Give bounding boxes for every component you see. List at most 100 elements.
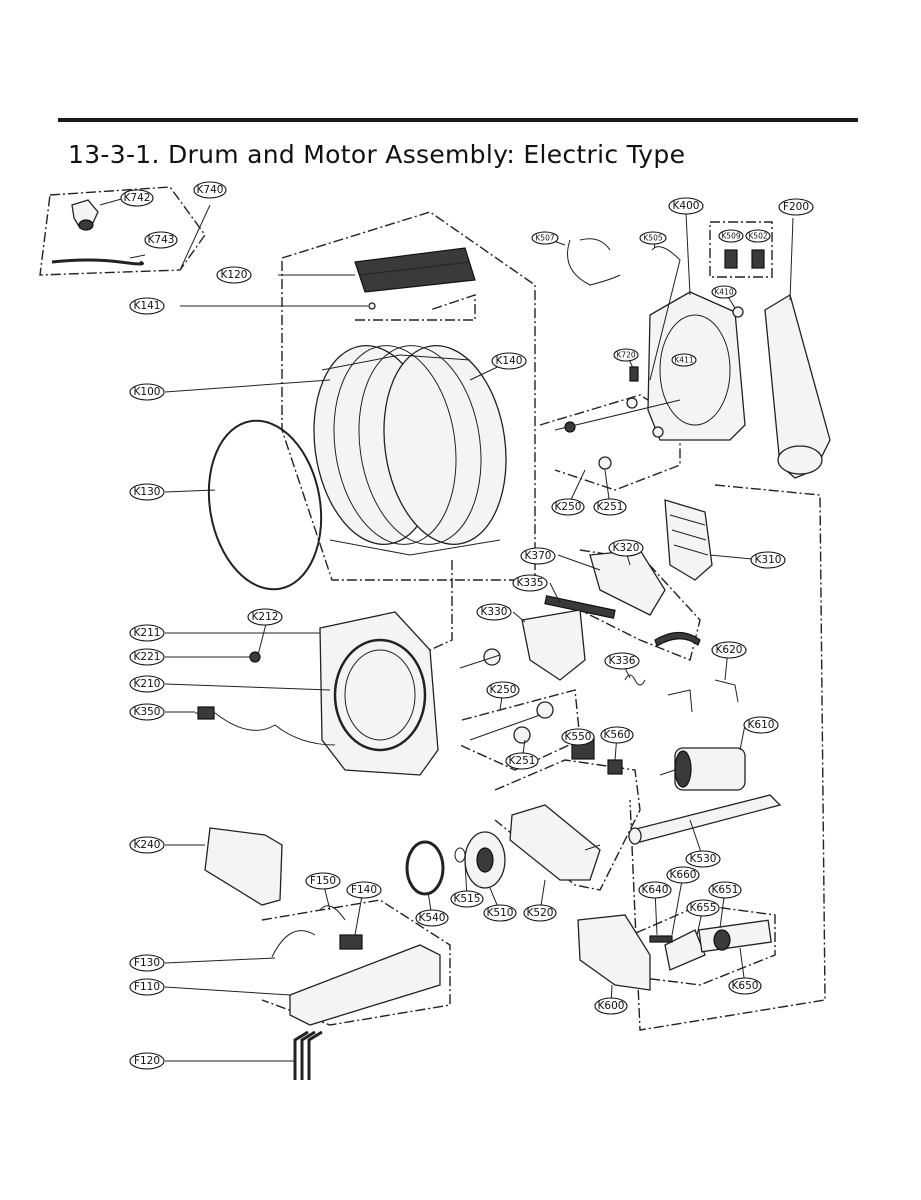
svg-text:K411: K411 bbox=[674, 356, 693, 365]
callout-K410: K410 bbox=[711, 285, 737, 299]
belt-strip-part bbox=[654, 631, 701, 647]
callout-K742: K742 bbox=[120, 189, 154, 207]
svg-text:K320: K320 bbox=[613, 542, 640, 554]
callout-K650: K650 bbox=[728, 977, 762, 995]
svg-text:K250: K250 bbox=[490, 684, 517, 696]
callout-K400: K400 bbox=[668, 197, 704, 215]
svg-text:K240: K240 bbox=[134, 839, 161, 851]
blower-shaft-part bbox=[628, 794, 782, 845]
callout-K140: K140 bbox=[491, 352, 527, 370]
connector-part bbox=[197, 706, 215, 720]
svg-text:K505: K505 bbox=[643, 234, 662, 243]
callout-K600: K600 bbox=[594, 997, 628, 1015]
callout-K370: K370 bbox=[520, 547, 556, 565]
svg-text:F130: F130 bbox=[134, 957, 160, 969]
callout-K540: K540 bbox=[415, 909, 449, 927]
svg-text:K509: K509 bbox=[721, 232, 740, 241]
callout-K240: K240 bbox=[129, 836, 165, 854]
thermistor-part bbox=[629, 366, 639, 382]
group-outline-motor-mount bbox=[619, 904, 776, 986]
drum-seal-ring-part bbox=[207, 419, 323, 591]
svg-text:F110: F110 bbox=[134, 981, 160, 993]
callout-K250-front: K250 bbox=[486, 681, 520, 699]
svg-text:F140: F140 bbox=[351, 884, 377, 896]
callout-F120: F120 bbox=[129, 1052, 165, 1070]
svg-text:K610: K610 bbox=[748, 719, 775, 731]
callout-K250-rear: K250 bbox=[551, 498, 585, 516]
callout-K660: K660 bbox=[666, 866, 700, 884]
callout-K610: K610 bbox=[743, 716, 779, 734]
callout-K560: K560 bbox=[600, 726, 634, 744]
svg-text:K540: K540 bbox=[419, 912, 446, 924]
page-title: 13-3-1. Drum and Motor Assembly: Electri… bbox=[68, 140, 686, 169]
svg-text:K515: K515 bbox=[454, 893, 481, 905]
callout-K310: K310 bbox=[750, 551, 786, 569]
svg-text:K720: K720 bbox=[616, 351, 635, 360]
blower-housing-part bbox=[509, 804, 601, 881]
drum-baffle-part bbox=[354, 247, 476, 293]
callout-K211: K211 bbox=[129, 624, 165, 642]
y-connector-part bbox=[71, 199, 99, 231]
svg-text:K140: K140 bbox=[496, 355, 523, 367]
spring-part bbox=[624, 674, 646, 686]
svg-text:K141: K141 bbox=[134, 300, 161, 312]
sensor-wire-part bbox=[649, 246, 681, 381]
svg-text:K640: K640 bbox=[642, 884, 669, 896]
callout-F130: F130 bbox=[129, 954, 165, 972]
front-bulkhead-part bbox=[319, 611, 439, 776]
svg-text:F150: F150 bbox=[310, 875, 336, 887]
svg-text:K651: K651 bbox=[712, 884, 739, 896]
heater-element-part bbox=[293, 1030, 323, 1080]
svg-text:K250: K250 bbox=[555, 501, 582, 513]
fill-hose-part bbox=[51, 258, 144, 266]
svg-text:K502: K502 bbox=[748, 232, 767, 241]
callout-K505: K505 bbox=[639, 231, 667, 245]
svg-text:K336: K336 bbox=[609, 655, 636, 667]
svg-text:K212: K212 bbox=[252, 611, 279, 623]
group-outline-switch-kit bbox=[709, 221, 773, 278]
callout-K335: K335 bbox=[512, 574, 548, 592]
callout-K507: K507 bbox=[531, 231, 559, 245]
wire-harness-part bbox=[195, 712, 336, 746]
svg-text:K130: K130 bbox=[134, 486, 161, 498]
idler-bracket-part bbox=[664, 929, 706, 971]
svg-text:K600: K600 bbox=[598, 1000, 625, 1012]
svg-text:K330: K330 bbox=[481, 606, 508, 618]
svg-text:K742: K742 bbox=[124, 192, 151, 204]
baffle-screw-part bbox=[368, 302, 376, 310]
svg-text:K655: K655 bbox=[690, 902, 717, 914]
svg-text:K400: K400 bbox=[673, 200, 700, 212]
svg-text:K650: K650 bbox=[732, 980, 759, 992]
callout-F150: F150 bbox=[305, 872, 341, 890]
title-rule bbox=[58, 118, 858, 122]
svg-text:K530: K530 bbox=[690, 853, 717, 865]
svg-text:K211: K211 bbox=[134, 627, 161, 639]
switch-b-part bbox=[751, 249, 765, 269]
washer-part bbox=[454, 847, 466, 863]
group-outline-bearing bbox=[539, 394, 681, 491]
svg-text:K335: K335 bbox=[517, 577, 544, 589]
callout-K515: K515 bbox=[450, 890, 484, 908]
group-outline-drum-leader bbox=[355, 294, 476, 321]
svg-text:K660: K660 bbox=[670, 869, 697, 881]
svg-text:F200: F200 bbox=[783, 201, 809, 213]
center-bracket-part bbox=[521, 609, 586, 681]
heater-wire-part bbox=[271, 905, 346, 958]
callout-K330: K330 bbox=[476, 603, 512, 621]
svg-text:K210: K210 bbox=[134, 678, 161, 690]
motor-part bbox=[659, 747, 746, 791]
callout-K720: K720 bbox=[613, 348, 639, 362]
callout-K100: K100 bbox=[129, 383, 165, 401]
callout-K509: K509 bbox=[718, 229, 744, 243]
svg-text:K120: K120 bbox=[221, 269, 248, 281]
idler-pulley-part bbox=[698, 919, 772, 953]
sensor-block-part bbox=[607, 759, 623, 775]
callout-K141: K141 bbox=[129, 297, 165, 315]
svg-text:K510: K510 bbox=[487, 907, 514, 919]
callout-K640: K640 bbox=[638, 881, 672, 899]
svg-text:K550: K550 bbox=[565, 731, 592, 743]
callout-K221: K221 bbox=[129, 648, 165, 666]
switch-part bbox=[724, 249, 738, 269]
svg-text:K743: K743 bbox=[148, 234, 175, 246]
